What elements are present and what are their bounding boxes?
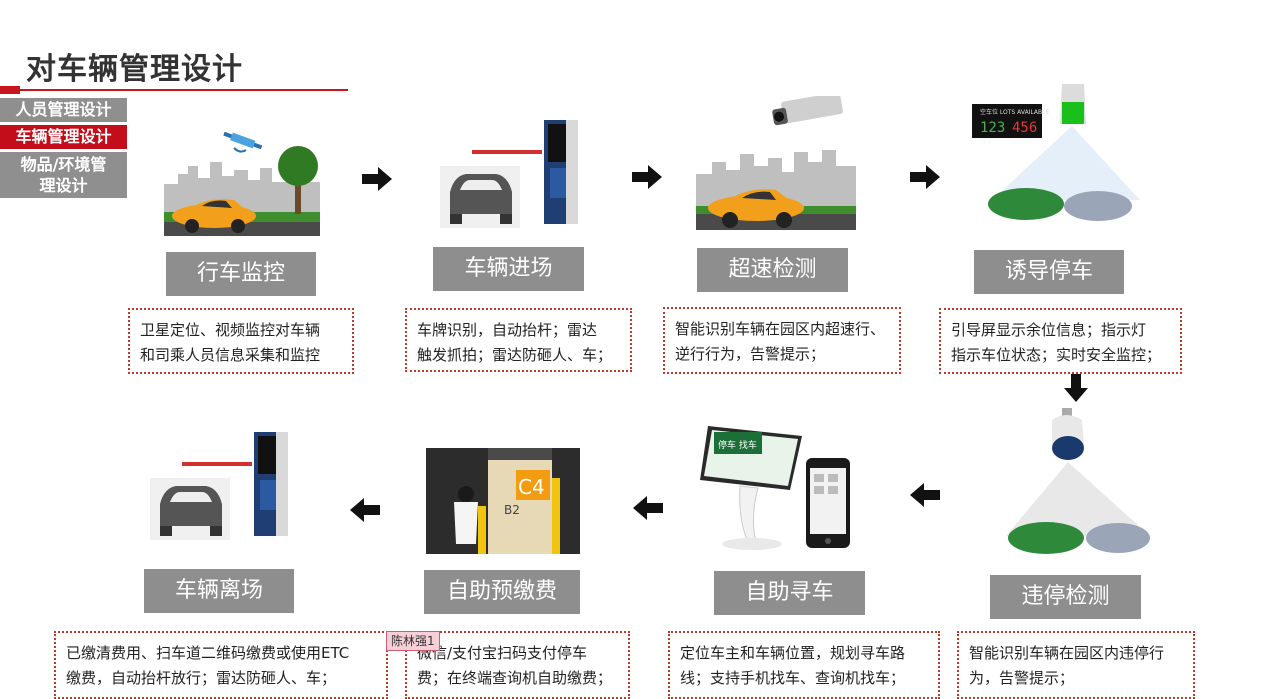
stage-speed-detection: 超速检测 [697,248,848,292]
desc-line: 智能识别车辆在园区内违停行 [969,644,1165,662]
page-title: 对车辆管理设计 [26,52,243,87]
desc-line: 触发抓拍；雷达防砸人、车； [417,346,613,364]
lots-count-b: 456 [1012,120,1037,136]
sidebar-item-personnel[interactable]: 人员管理设计 [0,98,127,122]
guided-parking-image: 空车位 LOTS AVAILABLE 123 456 [972,84,1140,221]
stage-vehicle-entry: 车辆进场 [433,247,584,291]
vehicle-entry-image [440,120,578,228]
title-underline [0,89,348,91]
flow-arrow-down [1064,372,1088,402]
desc-line: 逆行行为，告警提示； [675,345,826,363]
parking-zone-label: C4 [518,475,545,499]
title-underline-accent [0,86,20,94]
desc-line: 和司乘人员信息采集和监控 [140,346,321,364]
stage-illegal-parking: 违停检测 [990,575,1141,619]
desc-speed-detection: 智能识别车辆在园区内超速行、 逆行行为，告警提示； [663,307,901,374]
lots-available-label: 空车位 LOTS AVAILABLE [980,108,1049,116]
desc-self-find-car: 定位车主和车辆位置，规划寻车路 线；支持手机找车、查询机找车； [668,631,940,699]
desc-line: 费；在终端查询机自助缴费； [417,669,613,687]
desc-vehicle-exit: 已缴清费用、扫车道二维码缴费或使用ETC 缴费，自动抬杆放行；雷达防砸人、车； [54,631,388,699]
sidebar: 人员管理设计 车辆管理设计 物品/环境管理设计 [0,98,127,201]
desc-guided-parking: 引导屏显示余位信息；指示灯 指示车位状态；实时安全监控； [939,308,1182,374]
review-comment-marker[interactable]: 陈林强1 [386,631,440,651]
desc-illegal-parking: 智能识别车辆在园区内违停行 为，告警提示； [957,631,1195,699]
desc-line: 智能识别车辆在园区内超速行、 [675,320,886,338]
flow-arrow-right-2 [632,165,662,189]
self-find-car-image: 停车 找车 [700,426,850,550]
desc-line: 车牌识别，自动抬杆；雷达 [417,321,598,339]
parking-level-label: B2 [504,503,520,517]
vehicle-exit-image [150,432,288,540]
stage-self-find-car: 自助寻车 [714,571,865,615]
sidebar-item-goods-environment[interactable]: 物品/环境管理设计 [0,152,127,198]
flow-arrow-right-3 [910,165,940,189]
stage-self-prepay: 自助预缴费 [424,570,580,614]
sidebar-item-vehicle[interactable]: 车辆管理设计 [0,125,127,149]
stage-vehicle-exit: 车辆离场 [144,569,294,613]
stage-guided-parking: 诱导停车 [974,250,1124,294]
illegal-parking-image [1006,408,1150,554]
driving-monitor-image [164,131,320,236]
desc-line: 线；支持手机找车、查询机找车； [680,669,906,687]
desc-line: 已缴清费用、扫车道二维码缴费或使用ETC [66,644,350,662]
desc-line: 引导屏显示余位信息；指示灯 [951,321,1147,339]
desc-line: 缴费，自动抬杆放行；雷达防砸人、车； [66,669,337,687]
self-prepay-image: C4 B2 [426,448,580,554]
desc-line: 定位车主和车辆位置，规划寻车路 [680,644,906,662]
desc-vehicle-entry: 车牌识别，自动抬杆；雷达 触发抓拍；雷达防砸人、车； [405,308,632,372]
desc-line: 为，告警提示； [969,669,1075,687]
desc-driving-monitor: 卫星定位、视频监控对车辆 和司乘人员信息采集和监控 [128,308,354,374]
desc-self-prepay: 微信/支付宝扫码支付停车 费；在终端查询机自助缴费； [405,631,630,699]
desc-line: 卫星定位、视频监控对车辆 [140,321,321,339]
flow-arrow-right-1 [362,167,392,191]
desc-line: 微信/支付宝扫码支付停车 [417,644,588,662]
speed-detection-image [696,96,856,230]
desc-line: 指示车位状态；实时安全监控； [951,346,1162,364]
kiosk-screen-title: 停车 找车 [718,439,757,451]
stage-driving-monitor: 行车监控 [166,252,316,296]
lots-count-a: 123 [980,120,1005,136]
flow-arrow-left-2 [633,496,663,520]
flow-arrow-left-3 [910,483,940,507]
flow-arrow-left-1 [350,498,380,522]
